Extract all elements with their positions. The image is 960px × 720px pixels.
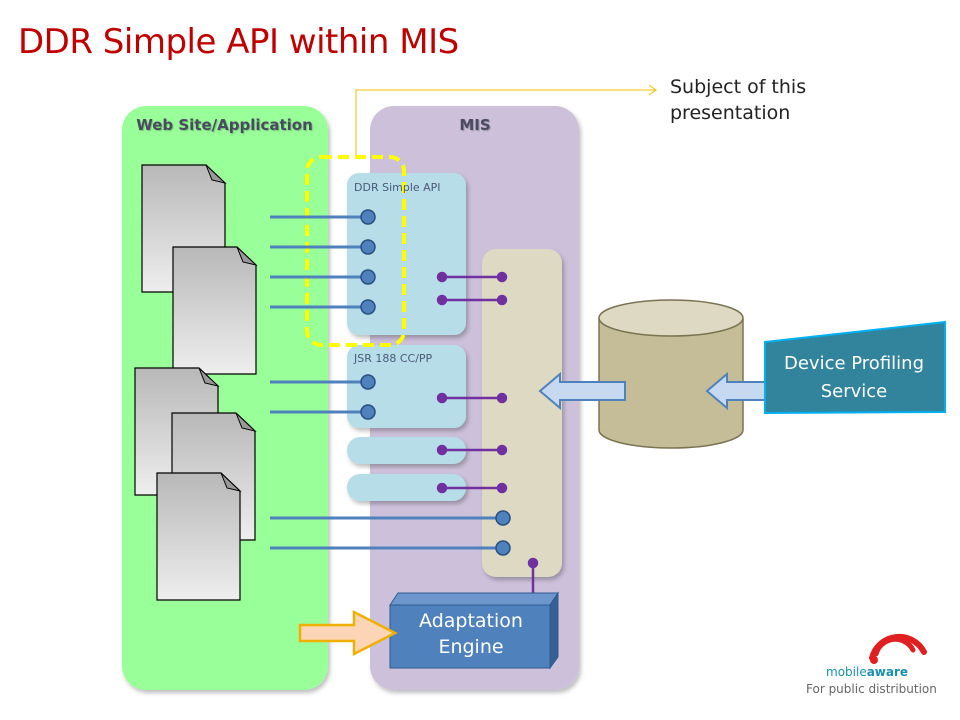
ddr-simple-api-label: DDR Simple API bbox=[354, 181, 441, 194]
subject-annotation: Subject of this presentation bbox=[670, 74, 806, 126]
mis-label: MIS bbox=[459, 116, 491, 134]
connector-port bbox=[360, 299, 376, 315]
arrow-left-icon bbox=[538, 371, 626, 411]
document-icon bbox=[156, 472, 242, 601]
mobileaware-logo-icon bbox=[869, 633, 927, 664]
annotation-leader bbox=[355, 84, 657, 157]
annotation-line-2: presentation bbox=[670, 102, 791, 124]
adaptation-engine-line-1: Adaptation bbox=[419, 610, 523, 632]
logo-brand-bold: aware bbox=[866, 665, 909, 679]
connector-port bbox=[495, 510, 511, 526]
device-profiling-service-box bbox=[764, 320, 946, 415]
mobileaware-logo-text: mobileaware bbox=[826, 665, 908, 679]
repository-bus bbox=[482, 249, 562, 577]
connector-port bbox=[495, 540, 511, 556]
connector-port bbox=[360, 239, 376, 255]
ddr-simple-api-box bbox=[347, 173, 466, 335]
logo-brand-light: mobile bbox=[826, 665, 867, 679]
slide-title: DDR Simple API within MIS bbox=[18, 22, 459, 62]
adaptation-engine-box bbox=[389, 591, 559, 670]
connector-port bbox=[360, 404, 376, 420]
connector-port bbox=[360, 269, 376, 285]
dps-line-1: Device Profiling bbox=[783, 353, 924, 374]
api-box-3 bbox=[347, 437, 466, 464]
web-documents bbox=[134, 164, 258, 601]
web-site-label: Web Site/Application bbox=[136, 116, 313, 134]
database-cylinder-icon bbox=[598, 299, 744, 449]
footer-note: For public distribution bbox=[806, 682, 937, 696]
jsr188-label: JSR 188 CC/PP bbox=[354, 352, 433, 365]
document-icon bbox=[172, 246, 258, 375]
dps-line-2: Service bbox=[820, 381, 888, 402]
purple-connectors bbox=[436, 271, 539, 622]
connector-port bbox=[360, 374, 376, 390]
device-profiling-service-label: Device Profiling Service bbox=[768, 350, 940, 406]
blue-connectors bbox=[270, 209, 511, 556]
input-arrow-icon bbox=[298, 609, 398, 657]
api-box-4 bbox=[347, 474, 466, 501]
jsr188-box bbox=[347, 345, 466, 428]
subject-highlight-box bbox=[305, 155, 406, 347]
adaptation-engine-label: Adaptation Engine bbox=[392, 608, 550, 660]
adaptation-engine-line-2: Engine bbox=[438, 636, 504, 658]
annotation-line-1: Subject of this bbox=[670, 76, 807, 98]
connector-port bbox=[360, 209, 376, 225]
